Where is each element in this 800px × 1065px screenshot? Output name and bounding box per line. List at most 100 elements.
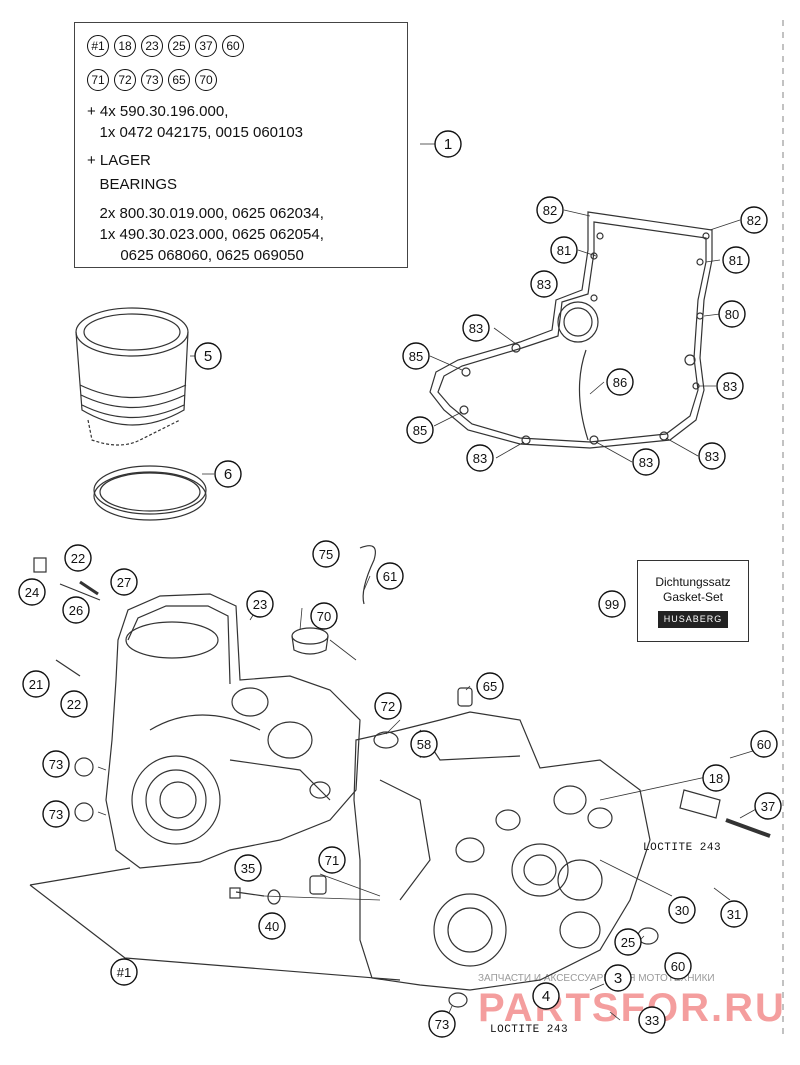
callout-circle (214, 460, 242, 488)
callout-6: 6 (214, 460, 242, 488)
callout-label: 85 (413, 423, 427, 438)
callout-73: 73 (42, 800, 70, 828)
callout-75: 75 (312, 540, 340, 568)
loctite-label: LOCTITE 243 (643, 842, 722, 854)
callout-label: 72 (381, 699, 395, 714)
callout-label: 33 (645, 1013, 659, 1028)
callout-label: 5 (204, 348, 212, 365)
callout-label: 80 (725, 307, 739, 322)
loctite-label: LOCTITE 243 (490, 1024, 569, 1036)
callout-83: 83 (530, 270, 558, 298)
callout-label: 73 (435, 1017, 449, 1032)
callout-73: 73 (42, 750, 70, 778)
callout-label: 1 (444, 136, 452, 153)
callout-label: 35 (241, 861, 255, 876)
piston-drawing (75, 307, 189, 446)
callout-circle (428, 1010, 456, 1038)
callout-circle (434, 130, 462, 158)
callout-circle (406, 416, 434, 444)
callout-label: 61 (383, 569, 397, 584)
callout-25: 25 (614, 928, 642, 956)
callout-58: 58 (410, 730, 438, 758)
callout-3: 3 (604, 964, 632, 992)
callout-label: 60 (671, 959, 685, 974)
callout-label: 18 (709, 771, 723, 786)
callout-circle (376, 562, 404, 590)
callout-label: 21 (29, 677, 43, 692)
callout-24: 24 (18, 578, 46, 606)
callout-label: 83 (537, 277, 551, 292)
legend-ref-circle: 71 (87, 69, 109, 91)
callout-21: 21 (22, 670, 50, 698)
callout-label: 99 (605, 597, 619, 612)
callout-label: #1 (117, 965, 131, 980)
callout-circle (410, 730, 438, 758)
legend-row-2: 71 72 73 65 70 (87, 69, 217, 91)
callout-circle (194, 342, 222, 370)
callout-circle (110, 568, 138, 596)
left-crankcase-half-drawing (105, 593, 361, 869)
callout-27: 27 (110, 568, 138, 596)
gasket-set-title-de: Dichtungssatz (655, 575, 731, 589)
small-parts-drawing (33, 545, 771, 1008)
callout-label: 4 (542, 988, 550, 1005)
legend-ref-circle: 70 (195, 69, 217, 91)
legend-ref-circle: 72 (114, 69, 136, 91)
callout-65: 65 (476, 672, 504, 700)
legend-line: 0625 068060, 0625 069050 (87, 247, 304, 264)
callout-hash-1: #1 (110, 958, 138, 986)
callout-label: 23 (253, 597, 267, 612)
callout-22: 22 (60, 690, 88, 718)
callout-4: 4 (532, 982, 560, 1010)
callout-circle (606, 368, 634, 396)
callout-label: 24 (25, 585, 39, 600)
crankcase-gasket-drawing (429, 211, 713, 449)
callout-99: 99 (598, 590, 626, 618)
watermark-caption: ЗАПЧАСТИ И АКСЕССУАРЫ ДЛЯ МОТОТЕХНИКИ (478, 973, 715, 984)
callout-label: 71 (325, 853, 339, 868)
callout-circle (462, 314, 490, 342)
callout-81: 81 (550, 236, 578, 264)
callout-22: 22 (64, 544, 92, 572)
callout-circle (604, 964, 632, 992)
callout-83: 83 (462, 314, 490, 342)
legend-row-1: #1 18 23 25 37 60 (87, 35, 244, 57)
brand-logo: HUSABERG (657, 611, 729, 628)
callout-label: 58 (417, 737, 431, 752)
callout-label: 40 (265, 919, 279, 934)
callout-circle (110, 958, 138, 986)
callout-83: 83 (698, 442, 726, 470)
callout-5: 5 (194, 342, 222, 370)
callout-label: 25 (621, 935, 635, 950)
legend-ref-circle: 65 (168, 69, 190, 91)
callout-label: 85 (409, 349, 423, 364)
callout-70: 70 (310, 602, 338, 630)
callout-82: 82 (740, 206, 768, 234)
callout-30: 30 (668, 896, 696, 924)
callout-81: 81 (722, 246, 750, 274)
legend-line: 1x 0472 042175, 0015 060103 (87, 124, 304, 141)
callout-26: 26 (62, 596, 90, 624)
legend-ref-circle: 73 (141, 69, 163, 91)
legend-ref-circle: #1 (87, 35, 109, 57)
callout-83: 83 (716, 372, 744, 400)
callout-circle (722, 246, 750, 274)
callout-label: 60 (757, 737, 771, 752)
callout-23: 23 (246, 590, 274, 618)
callout-label: 6 (224, 466, 232, 483)
callout-83: 83 (466, 444, 494, 472)
callout-circle (550, 236, 578, 264)
callout-circle (318, 846, 346, 874)
callout-37: 37 (754, 792, 782, 820)
callout-1: 1 (434, 130, 462, 158)
callout-circle (312, 540, 340, 568)
callout-label: 83 (473, 451, 487, 466)
legend-line: BEARINGS (87, 176, 178, 193)
legend-ref-circle: 37 (195, 35, 217, 57)
callout-circle (740, 206, 768, 234)
callout-85: 85 (402, 342, 430, 370)
parts-legend-box: #1 18 23 25 37 60 71 72 73 65 70 + 4x 59… (74, 22, 408, 268)
callout-circle (402, 342, 430, 370)
